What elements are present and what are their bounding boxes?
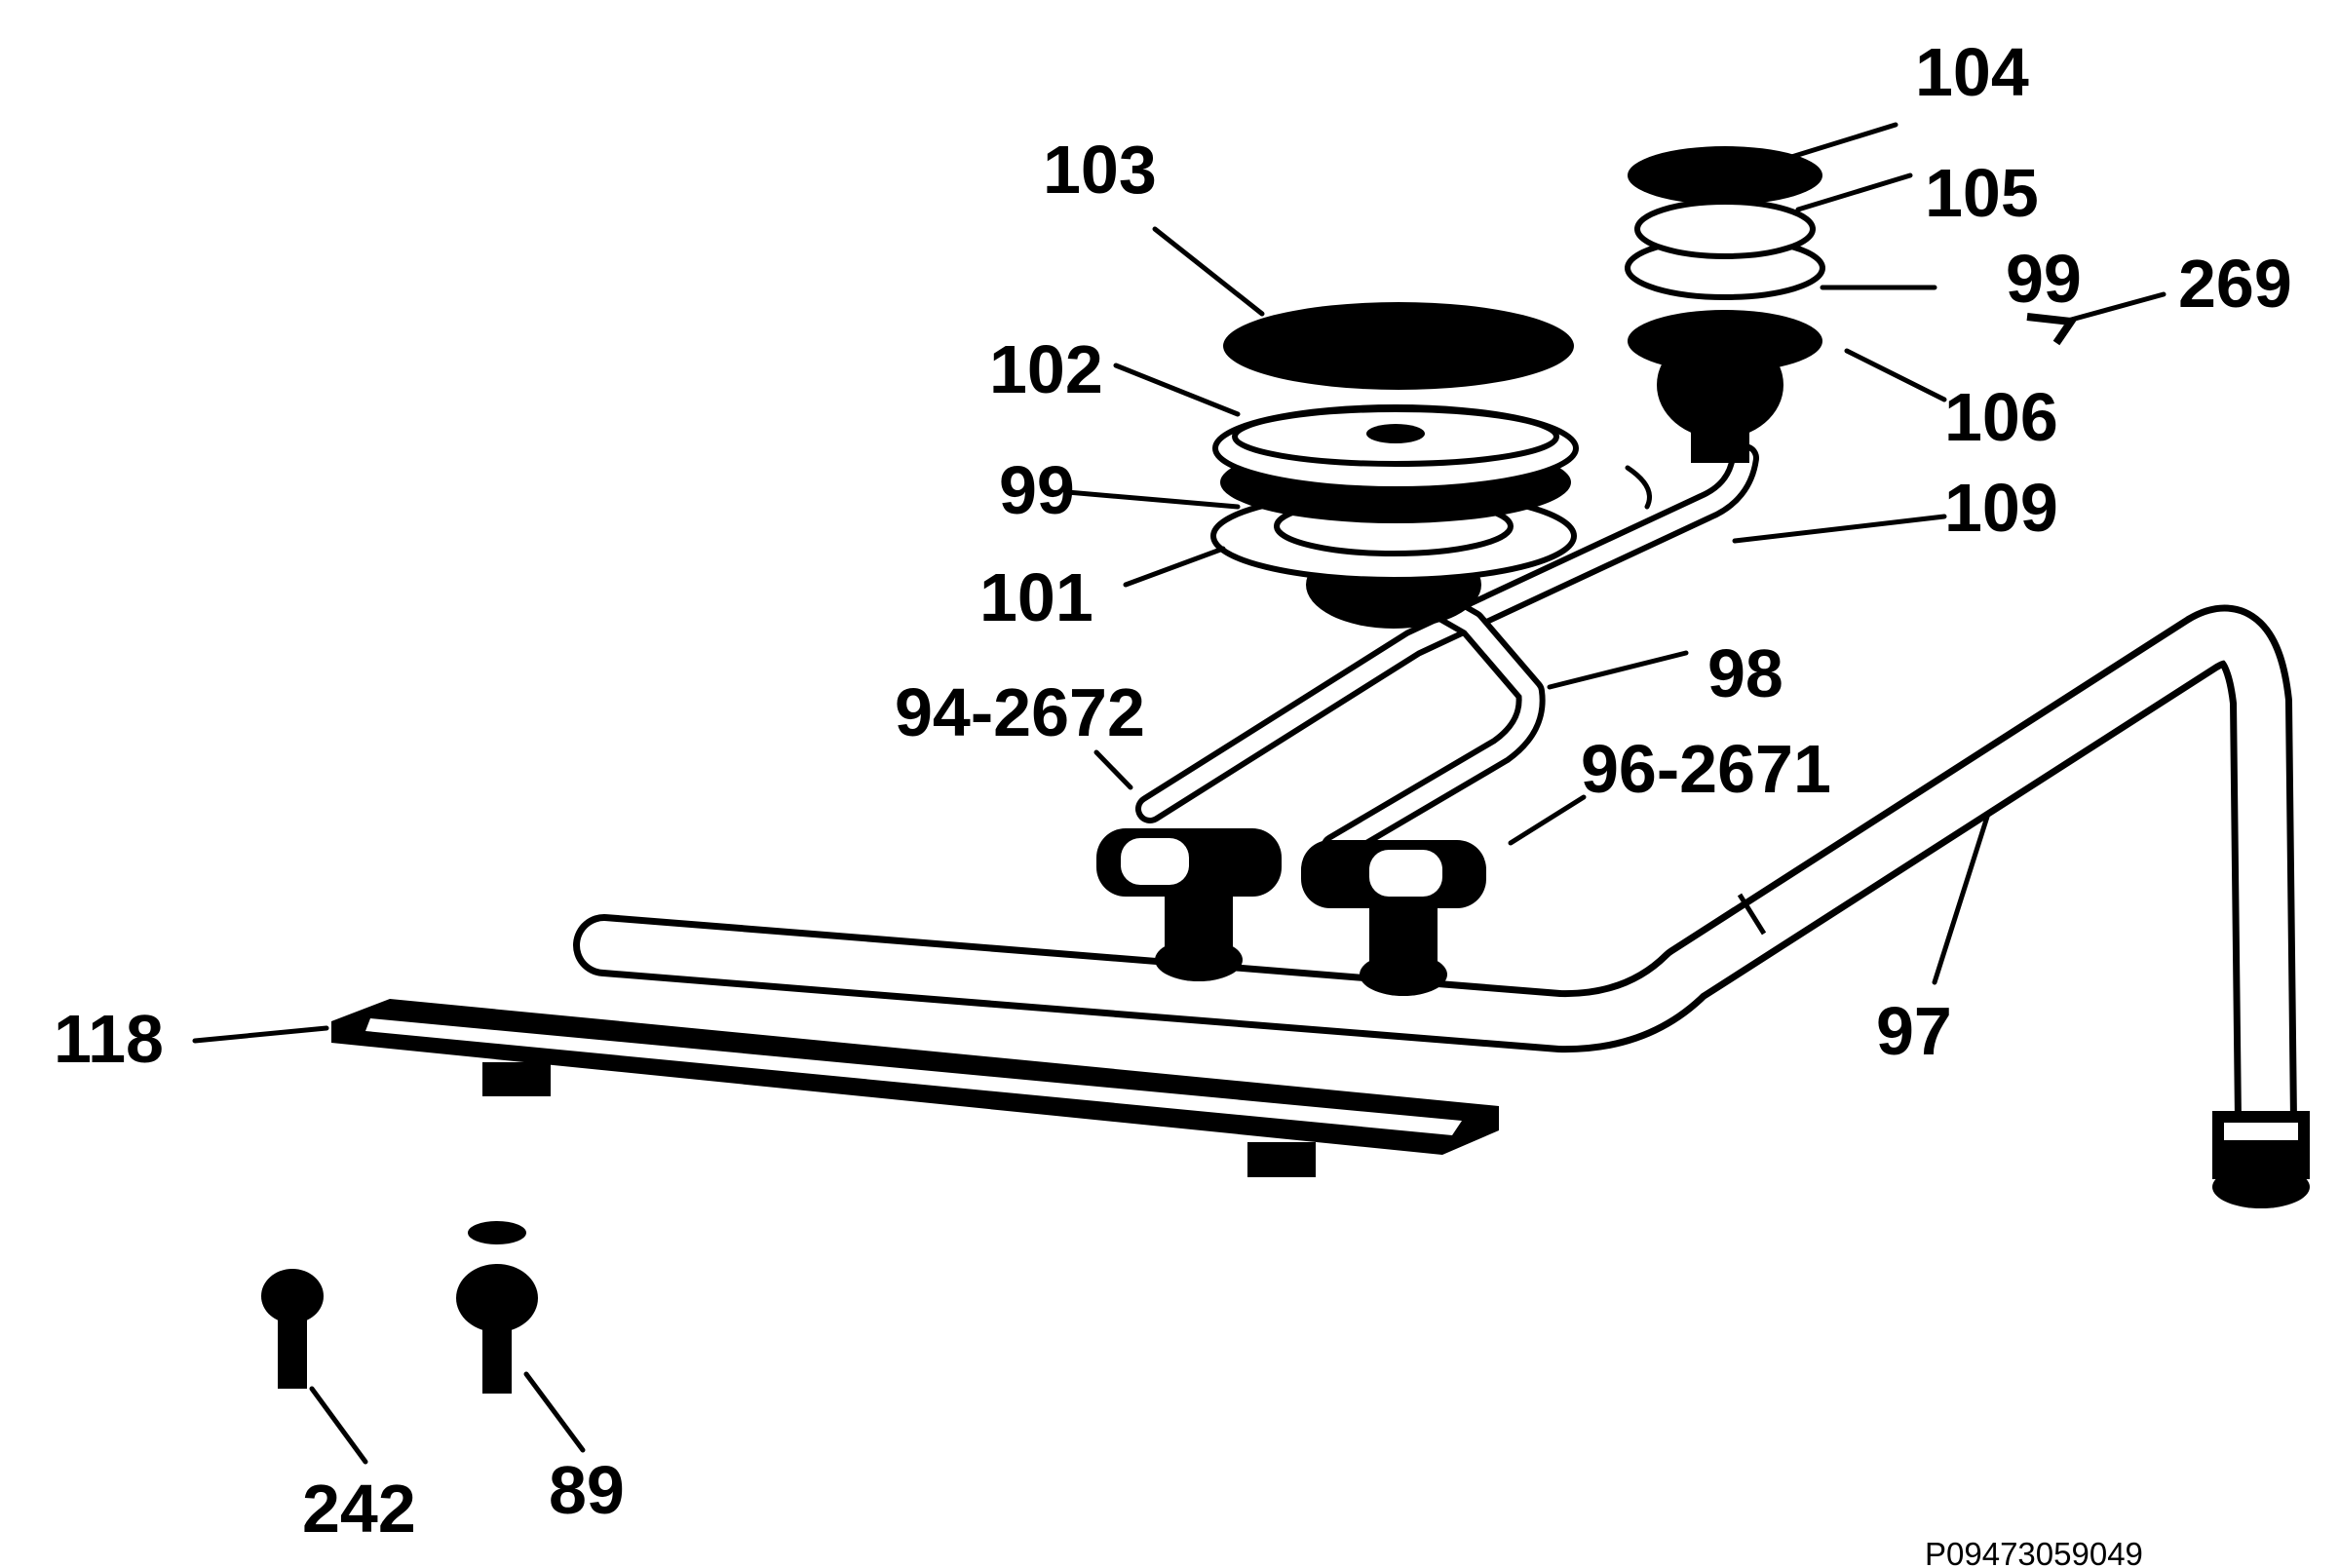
leader-lines <box>192 122 2166 1465</box>
label-89: 89 <box>549 1452 625 1528</box>
label-104: 104 <box>1915 34 2029 110</box>
large-burner-assembly <box>1210 302 1579 629</box>
label-99-left: 99 <box>999 452 1075 528</box>
label-96-2671: 96-2671 <box>1581 731 1831 807</box>
gas-pipes <box>1135 443 1759 862</box>
label-105: 105 <box>1925 155 2039 231</box>
label-118: 118 <box>54 1001 164 1077</box>
label-103: 103 <box>1043 132 1157 208</box>
gas-supply-tube <box>573 604 2310 1208</box>
label-269: 269 <box>2178 246 2292 322</box>
label-102: 102 <box>989 331 1103 407</box>
label-106: 106 <box>1944 379 2058 455</box>
label-99-right: 99 <box>2006 241 2082 317</box>
small-burner-assembly <box>1625 146 1825 510</box>
mounting-rail <box>331 999 1499 1177</box>
label-242: 242 <box>302 1471 416 1547</box>
reference-code: P09473059049 <box>1925 1536 2143 1568</box>
label-98: 98 <box>1707 635 1783 711</box>
label-109: 109 <box>1944 470 2058 546</box>
label-101: 101 <box>979 559 1093 635</box>
label-94-2672: 94-2672 <box>895 674 1145 750</box>
small-fittings <box>261 1221 538 1394</box>
gas-valve-right <box>1301 840 1486 996</box>
label-97: 97 <box>1876 993 1952 1069</box>
part-labels: 103 104 105 99 269 102 106 99 109 101 98… <box>54 34 2292 1568</box>
gas-valve-left <box>1096 828 1282 981</box>
